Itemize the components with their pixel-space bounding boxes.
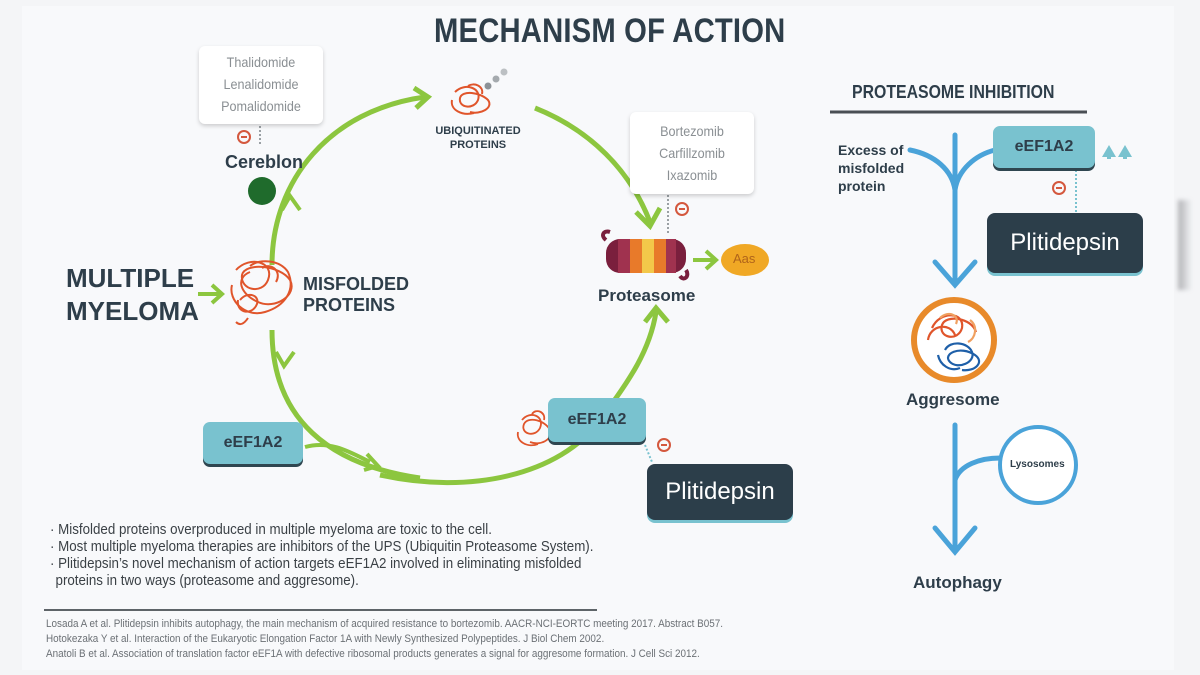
misfolded-protein-icon (230, 260, 293, 326)
bullet-item: · Misfolded proteins overproduced in mul… (50, 522, 492, 538)
eef1a2-box-right: eEF1A2 (548, 398, 646, 442)
proteasome-icon (601, 229, 690, 281)
inhibit-icon (675, 202, 689, 216)
ubiquitinated-protein-icon (450, 68, 508, 115)
drug-bortezomib: Bortezomib (660, 123, 724, 139)
plitidepsin-box-right: Plitidepsin (987, 213, 1143, 273)
aggresome-icon (911, 297, 997, 383)
bullet-list: · Misfolded proteins overproduced in mul… (50, 522, 641, 590)
cycle-arc-bottom-left (269, 329, 421, 481)
reference-item: Losada A et al. Plitidepsin inhibits aut… (46, 618, 724, 630)
arrowhead-left-down (274, 350, 296, 370)
excess-label-line3: protein (838, 178, 886, 194)
proteasome-label: Proteasome (598, 286, 696, 305)
drug-thalidomide: Thalidomide (226, 54, 296, 70)
disease-label-line1: MULTIPLE (66, 263, 195, 293)
misfolded-label-line1: MISFOLDED (303, 274, 409, 294)
bullet-item: · Most multiple myeloma therapies are in… (50, 539, 594, 555)
drug-pomalidomide: Pomalidomide (221, 98, 301, 114)
cereblon-icon (248, 177, 276, 205)
disease-label: MULTIPLE MYELOMA (66, 262, 199, 328)
plitidepsin-box-left: Plitidepsin (647, 464, 793, 520)
lysosomes-label: Lysosomes (1010, 459, 1065, 470)
excess-label-line2: misfolded (838, 160, 905, 176)
arrowhead-top (412, 85, 433, 110)
bullet-item: proteins in two ways (proteasome and agg… (55, 573, 359, 589)
pathway-arrows (907, 132, 1003, 556)
ubiquitinated-label-line2: PROTEINS (449, 139, 507, 151)
inhibit-icon (1052, 181, 1066, 195)
arrowhead-bottom (363, 452, 382, 472)
drug-carfilzomib: Carfillzomib (659, 145, 725, 161)
aggresome-label: Aggresome (906, 390, 1000, 409)
inhibit-icon (237, 130, 251, 144)
eef-join-curve (304, 442, 371, 464)
ubiquitinated-label: UBIQUITINATED PROTEINS (428, 124, 528, 152)
aas-arrow (693, 249, 719, 271)
reference-item: Hotokezaka Y et al. Interaction of the E… (46, 633, 605, 645)
arrowhead-proteasome (634, 206, 663, 231)
myeloma-arrow (198, 283, 225, 305)
eef1a2-box-left: eEF1A2 (203, 422, 303, 464)
proteasome-inhibition-heading: PROTEASOME INHIBITION (852, 82, 1055, 102)
ubiquitinated-label-line1: UBIQUITINATED (435, 125, 521, 137)
cereblon-label: Cereblon (225, 152, 304, 172)
references: Losada A et al. Plitidepsin inhibits aut… (46, 617, 798, 662)
disease-label-line2: MYELOMA (66, 296, 199, 326)
bullet-item: · Plitidepsin’s novel mechanism of actio… (50, 556, 582, 572)
excess-misfolded-label: Excess of misfolded protein (838, 141, 904, 195)
cycle-arc-top-left (269, 94, 426, 266)
aas-icon (721, 244, 769, 276)
misfolded-label-line2: PROTEINS (303, 295, 396, 315)
proteasome-drugs-box: Bortezomib Carfillzomib Ixazomib (630, 112, 754, 194)
inhibit-icon (657, 438, 671, 452)
drug-lenalidomide: Lenalidomide (223, 76, 299, 92)
upregulation-arrows-icon (1102, 145, 1132, 159)
drug-ixazomib: Ixazomib (666, 167, 718, 183)
arrowhead-left-up (280, 192, 302, 212)
bound-protein-icon (516, 410, 552, 447)
excess-label-line1: Excess of (838, 142, 904, 158)
plitidepsin-dotted-line-left (644, 444, 653, 463)
arrowhead-up-proteasome (643, 304, 670, 324)
misfolded-label: MISFOLDED PROTEINS (303, 274, 409, 316)
edge-shadow (1178, 200, 1192, 290)
imid-drugs-box: Thalidomide Lenalidomide Pomalidomide (199, 46, 323, 124)
eef1a2-box-right-panel: eEF1A2 (993, 126, 1095, 168)
reference-item: Anatoli B et al. Association of translat… (46, 648, 700, 660)
lysosome-icon (998, 425, 1078, 505)
page-title: MECHANISM OF ACTION (434, 12, 786, 50)
cycle-arc-top-right (534, 105, 653, 223)
aas-label: Aas (733, 251, 756, 266)
autophagy-label: Autophagy (913, 573, 1002, 592)
